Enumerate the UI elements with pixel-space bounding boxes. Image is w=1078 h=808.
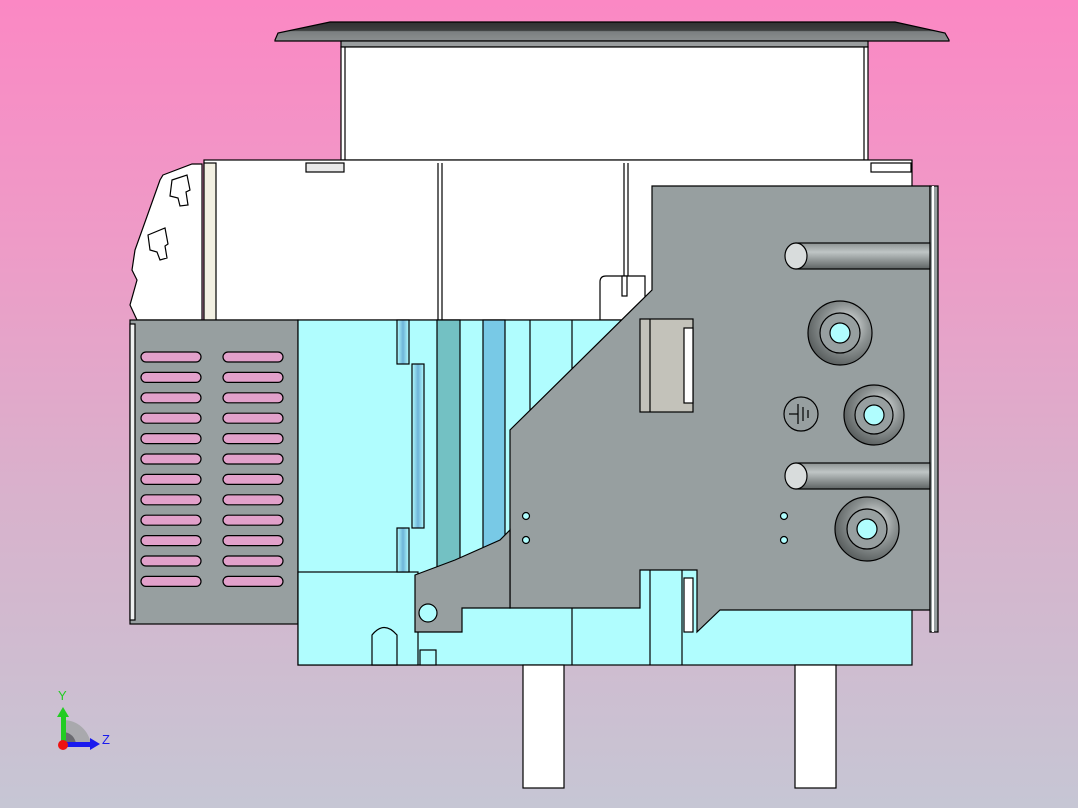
side-plate[interactable] — [414, 185, 939, 634]
y-axis-arrow — [61, 716, 66, 745]
vent-slot — [140, 494, 202, 506]
axis-triad[interactable] — [57, 707, 100, 750]
vent-slot — [222, 412, 284, 424]
vent-slot — [222, 351, 284, 363]
vent-slot — [222, 371, 284, 383]
vent-slot — [222, 494, 284, 506]
leg-right[interactable] — [794, 664, 837, 789]
terminal-upper[interactable] — [807, 300, 873, 366]
vent-slot — [140, 351, 202, 363]
vent-slot — [140, 473, 202, 485]
x-axis-dot — [58, 740, 68, 750]
vent-panel[interactable] — [129, 319, 299, 625]
vent-slot — [140, 575, 202, 588]
vent-slot — [140, 534, 202, 547]
vent-slot — [140, 392, 202, 404]
vent-slot — [222, 514, 284, 526]
vent-slot — [222, 453, 284, 465]
y-axis-label: Y — [58, 688, 67, 703]
rod-lower[interactable] — [784, 462, 931, 490]
vent-slot — [140, 371, 202, 383]
vent-slot — [222, 555, 284, 567]
vent-slot — [140, 514, 202, 526]
vent-slot — [140, 555, 202, 567]
vent-slots — [140, 351, 284, 588]
earth-ground-icon — [783, 396, 819, 432]
vent-slot — [222, 473, 284, 485]
terminal-lower[interactable] — [834, 496, 900, 562]
vent-slot — [140, 433, 202, 445]
vent-slot — [222, 392, 284, 404]
vent-slot — [140, 412, 202, 424]
left-clip-housing[interactable] — [129, 163, 203, 321]
terminal-middle[interactable] — [843, 384, 905, 446]
z-axis-label: Z — [102, 732, 110, 747]
leg-left[interactable] — [522, 664, 565, 789]
z-axis-arrow — [63, 742, 91, 747]
vent-slot — [222, 534, 284, 547]
top-cover[interactable] — [274, 21, 950, 48]
vent-slot — [222, 575, 284, 588]
vent-slot — [140, 453, 202, 465]
vent-slot — [222, 433, 284, 445]
rod-upper[interactable] — [784, 242, 931, 270]
